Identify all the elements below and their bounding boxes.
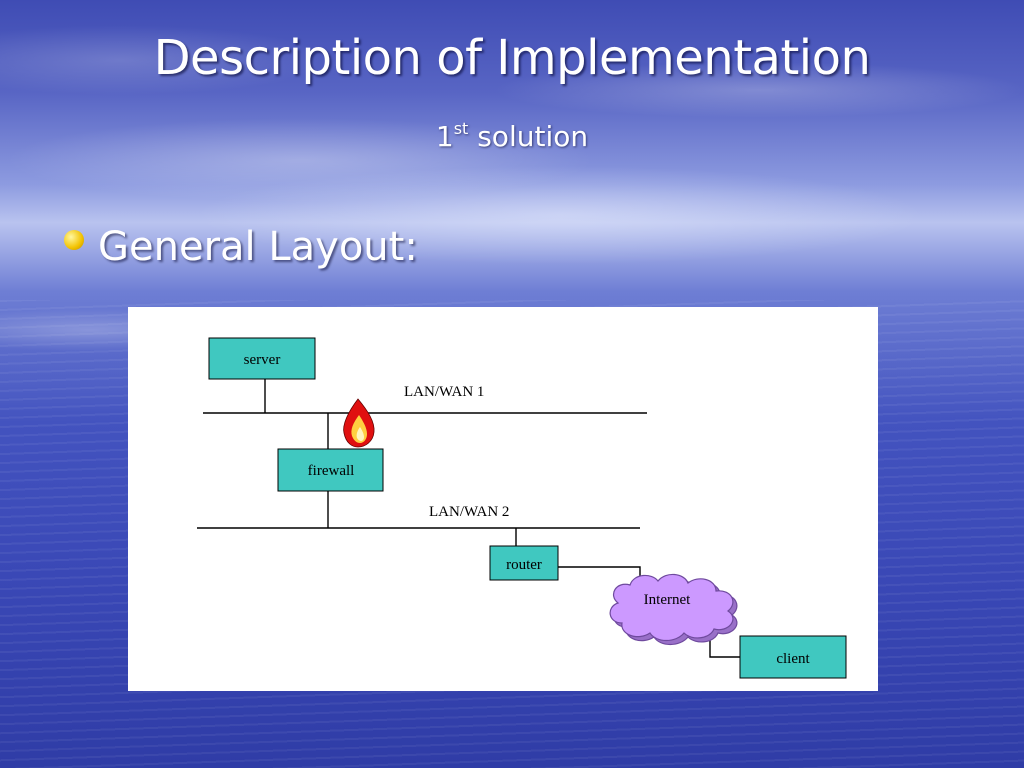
network-diagram: LAN/WAN 1 LAN/WAN 2 server firewall rout…: [128, 307, 878, 691]
flame-icon: [343, 398, 375, 448]
client-node: [739, 635, 847, 679]
internet-label: Internet: [644, 592, 691, 608]
network-diagram-svg: LAN/WAN 1 LAN/WAN 2 server firewall rout…: [197, 337, 847, 679]
bullet-dot-icon: [64, 230, 84, 250]
subtitle-superscript: st: [453, 119, 469, 138]
slide-subtitle: 1st solution: [0, 120, 1024, 153]
bullet-item: General Layout:: [64, 224, 418, 270]
subtitle-number: 1: [435, 120, 454, 153]
slide-title: Description of Implementation: [153, 30, 871, 86]
bullet-text: General Layout:: [98, 224, 418, 270]
router-label: router: [506, 557, 542, 573]
subtitle-text: solution: [477, 120, 589, 153]
lan-wan-2-label: LAN/WAN 2: [429, 504, 509, 520]
internet-cloud: [609, 573, 738, 646]
server-node: [208, 337, 316, 380]
client-label: client: [776, 651, 810, 667]
firewall-node: [277, 448, 384, 492]
lan-wan-1-label: LAN/WAN 1: [404, 384, 484, 400]
router-node: [489, 545, 559, 581]
firewall-label: firewall: [308, 463, 355, 479]
server-label: server: [244, 352, 281, 368]
